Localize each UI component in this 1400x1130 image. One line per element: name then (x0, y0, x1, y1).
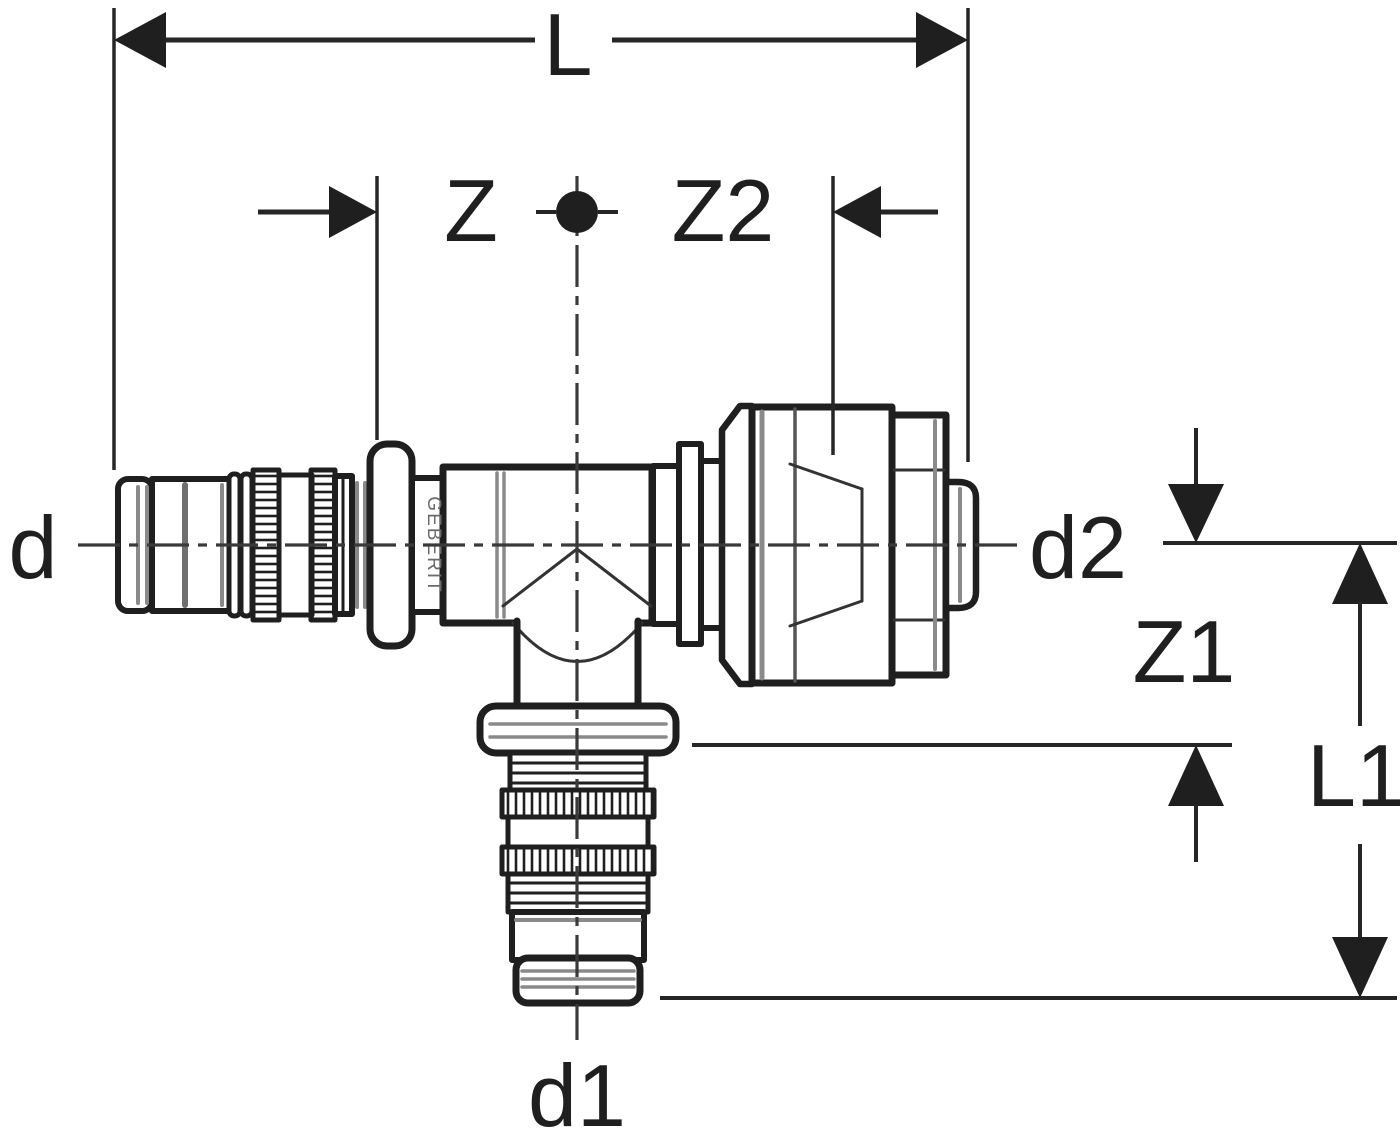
dim-label-d2: d2 (1029, 498, 1127, 597)
dimension-Z-Z2 (258, 186, 938, 238)
arrowhead-right-icon (916, 12, 968, 68)
arrowhead-left-icon (114, 12, 166, 68)
dim-label-L: L (544, 0, 593, 94)
fitting-outline: GEBERIT (115, 402, 980, 1007)
dim-label-L1: L1 (1307, 726, 1400, 825)
dimension-Z1 (1168, 428, 1224, 862)
arrowhead-left-icon (833, 186, 881, 238)
dimension-L (114, 12, 968, 68)
arrowhead-right-icon (329, 186, 377, 238)
arrowhead-down-icon (1168, 484, 1224, 543)
arrowhead-up-icon (1168, 745, 1224, 806)
dimension-labels: L Z Z2 d d2 Z1 L1 d1 (9, 0, 1400, 1130)
arrowhead-up-icon (1332, 543, 1388, 604)
branch-axis-point (556, 191, 598, 233)
dimension-L1 (1332, 543, 1388, 998)
dim-label-d1: d1 (528, 1046, 626, 1130)
dim-label-Z1: Z1 (1133, 602, 1236, 701)
dim-label-d: d (9, 498, 58, 597)
dimensioning (112, 8, 1397, 1000)
centerlines (78, 176, 1018, 1040)
arrowhead-down-icon (1332, 937, 1388, 998)
dim-label-Z: Z (444, 161, 498, 260)
dim-label-Z2: Z2 (672, 161, 775, 260)
